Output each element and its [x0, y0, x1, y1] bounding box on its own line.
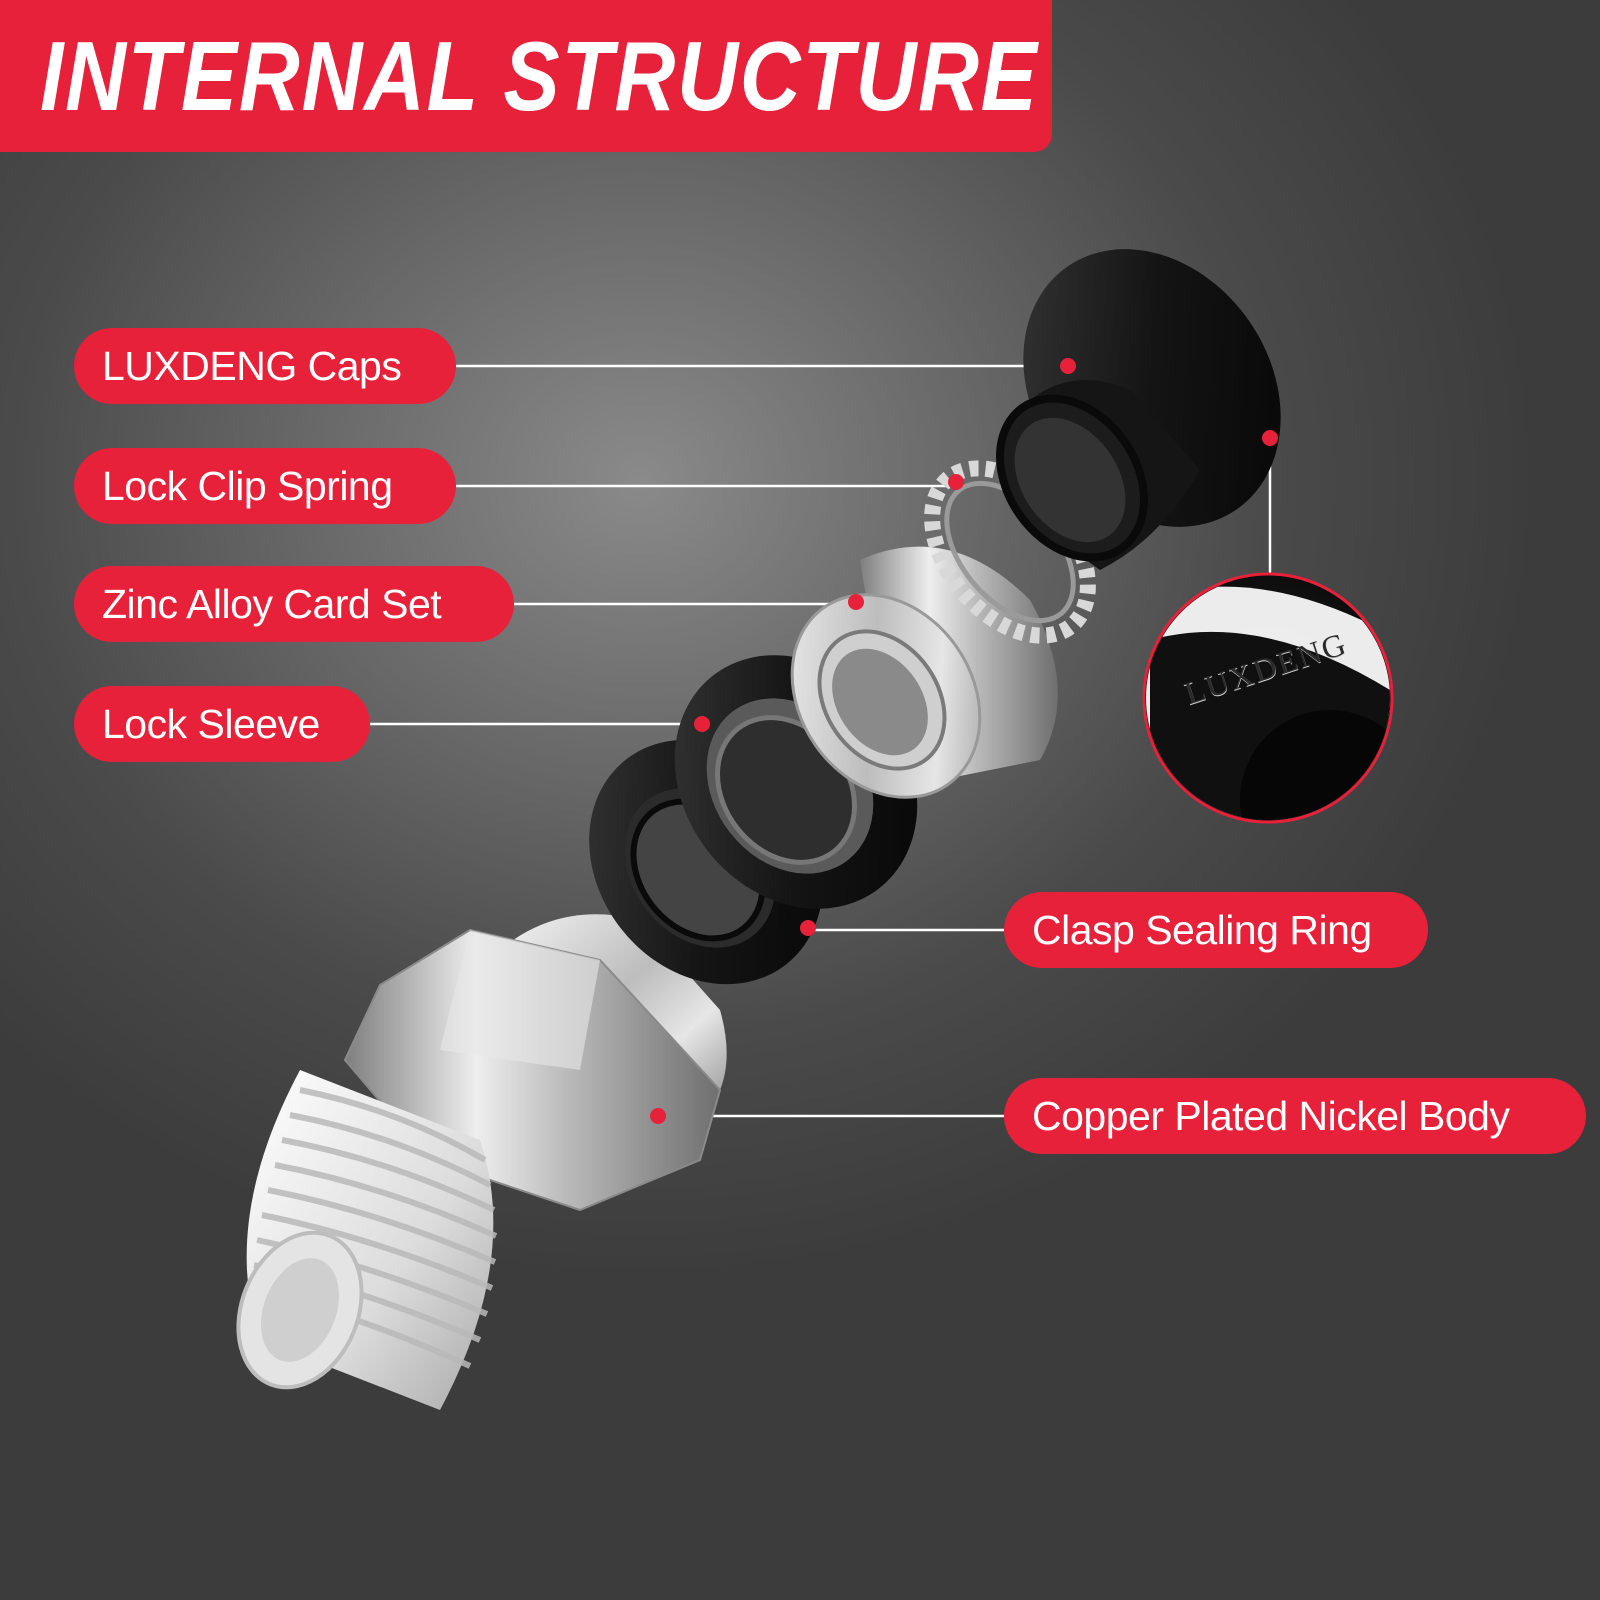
title-banner: INTERNAL STRUCTURE: [0, 0, 1052, 152]
brand-zoom-callout: [1142, 572, 1394, 824]
label-lock-clip-spring: Lock Clip Spring: [74, 448, 456, 524]
luxdeng-cap-part: [996, 249, 1281, 570]
label-zinc-alloy-card-set: Zinc Alloy Card Set: [74, 566, 514, 642]
page-title: INTERNAL STRUCTURE: [40, 21, 1039, 131]
sleeve-dot: [694, 716, 710, 732]
pipe-thread: [236, 1070, 498, 1410]
zoom-dot: [1262, 430, 1278, 446]
callout-dots: [650, 358, 1278, 1124]
clip-dot: [948, 474, 964, 490]
label-copper-plated-nickel-body: Copper Plated Nickel Body: [1004, 1078, 1586, 1154]
label-clasp-sealing-ring: Clasp Sealing Ring: [1004, 892, 1428, 968]
zinc-alloy-card-set-part: [790, 546, 1058, 799]
leader-lines: [370, 364, 1272, 1118]
label-lock-sleeve: Lock Sleeve: [74, 686, 370, 762]
nickel-body-part: [236, 914, 727, 1410]
seal-dot: [800, 920, 816, 936]
zinc-dot: [848, 594, 864, 610]
body-dot: [650, 1108, 666, 1124]
caps-dot: [1060, 358, 1076, 374]
label-luxdeng-caps: LUXDENG Caps: [74, 328, 456, 404]
